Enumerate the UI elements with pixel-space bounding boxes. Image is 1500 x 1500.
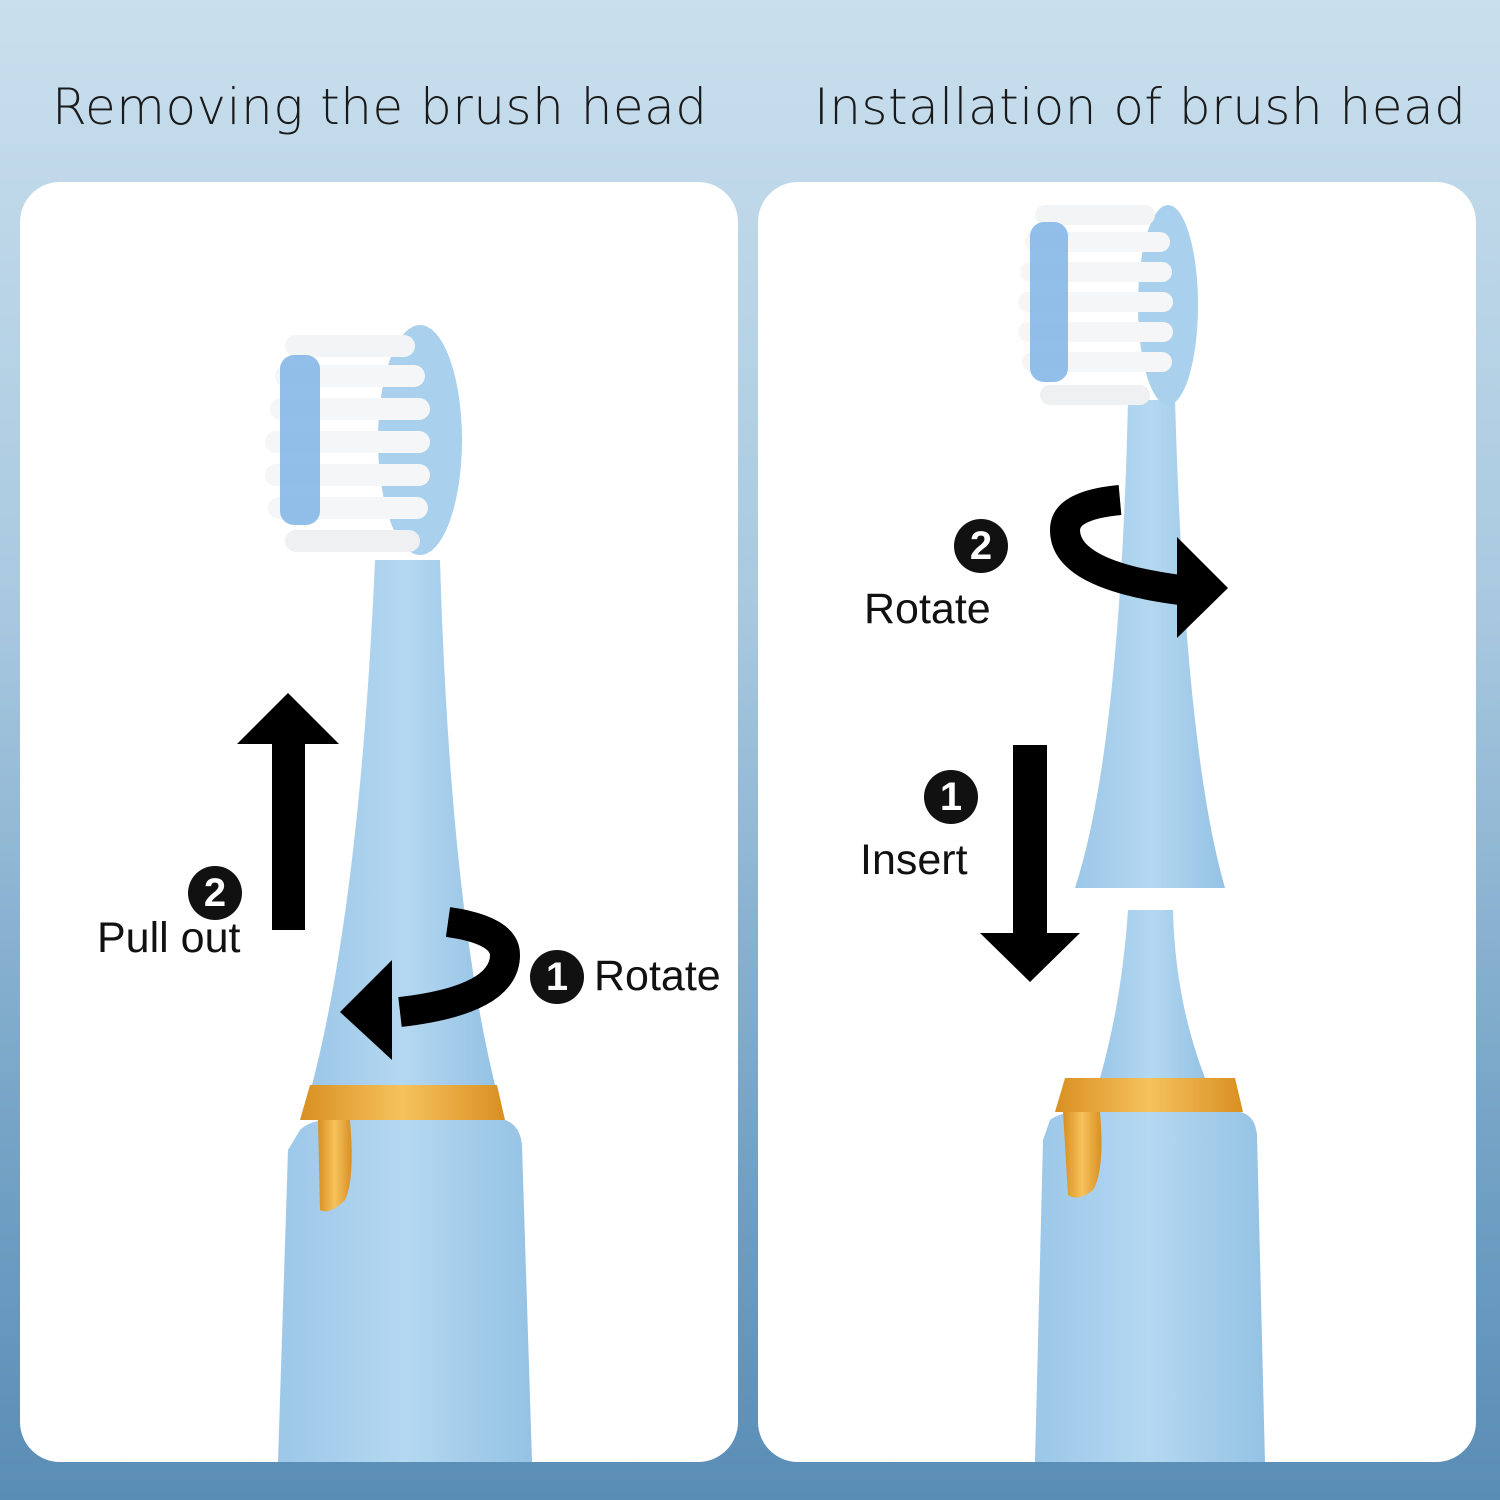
toothbrush-installation-illustration [980,205,1265,1462]
title-installation: Installation of brush head [814,78,1467,136]
step-1-badge: 1 [530,950,584,1004]
title-removing: Removing the brush head [52,78,708,136]
bristles [1018,205,1173,405]
toothbrush-removing-illustration [237,325,532,1462]
removing-panel [20,182,738,1462]
pull-out-arrow [237,693,339,930]
installation-panel [758,182,1476,1462]
rotate-arrow [398,907,521,1027]
pull-out-label: Pull out [97,914,241,962]
rotate-label: Rotate [594,952,721,1000]
bristles [265,335,430,552]
insert-label: Insert [860,836,968,884]
step-2-badge: 2 [188,866,242,920]
step-1-badge: 1 [924,770,978,824]
step-2-badge: 2 [954,519,1008,573]
rotate-label: Rotate [864,585,991,633]
